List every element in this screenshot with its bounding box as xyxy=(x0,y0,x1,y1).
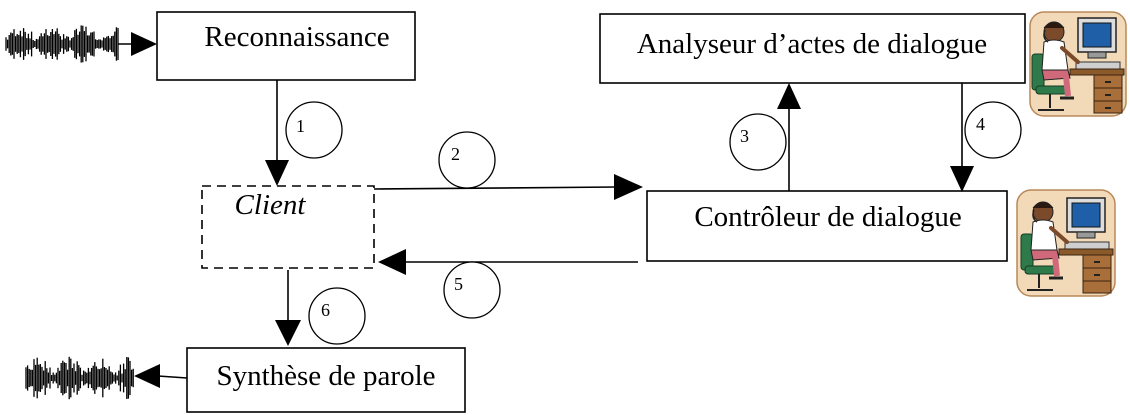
reconnaissance-label: Reconnaissance xyxy=(204,21,389,53)
arrow-audio-to-reconnaissance xyxy=(118,32,157,56)
synthese-label: Synthèse de parole xyxy=(216,360,435,392)
analyseur-label: Analyseur d’actes de dialogue xyxy=(637,28,987,60)
step-3-badge: 3 xyxy=(729,113,787,171)
step-5-badge: 5 xyxy=(443,261,501,319)
operator-at-computer-icon xyxy=(1029,11,1127,117)
arrow-step-6 xyxy=(275,270,301,346)
reconnaissance-node: Reconnaissance xyxy=(156,11,416,81)
step-3-number: 3 xyxy=(740,126,749,146)
arrow-step-1 xyxy=(265,80,289,186)
analyseur-node: Analyseur d’actes de dialogue xyxy=(599,13,1026,84)
operator-at-computer-icon xyxy=(1016,189,1116,297)
arrow-step-4 xyxy=(950,83,974,192)
step-1-number: 1 xyxy=(296,116,305,136)
step-6-number: 6 xyxy=(321,300,330,320)
controleur-label: Contrôleur de dialogue xyxy=(694,201,961,233)
controleur-node: Contrôleur de dialogue xyxy=(646,190,1008,262)
step-4-badge: 4 xyxy=(964,101,1022,159)
arrow-synthese-to-audio xyxy=(134,364,188,388)
step-2-number: 2 xyxy=(451,144,460,164)
arrow-step-5 xyxy=(378,249,638,275)
audio-input-waveform-icon xyxy=(5,25,119,63)
step-1-badge: 1 xyxy=(285,101,343,159)
step-2-badge: 2 xyxy=(438,131,496,189)
step-6-badge: 6 xyxy=(308,287,366,345)
step-5-number: 5 xyxy=(454,274,463,294)
arrow-step-2 xyxy=(373,174,643,200)
client-label: Client xyxy=(235,189,307,221)
arrow-step-3 xyxy=(777,83,801,191)
synthese-node: Synthèse de parole xyxy=(186,347,466,413)
audio-output-waveform-icon xyxy=(25,356,134,400)
step-4-number: 4 xyxy=(976,114,985,134)
client-node: Client xyxy=(201,185,375,269)
